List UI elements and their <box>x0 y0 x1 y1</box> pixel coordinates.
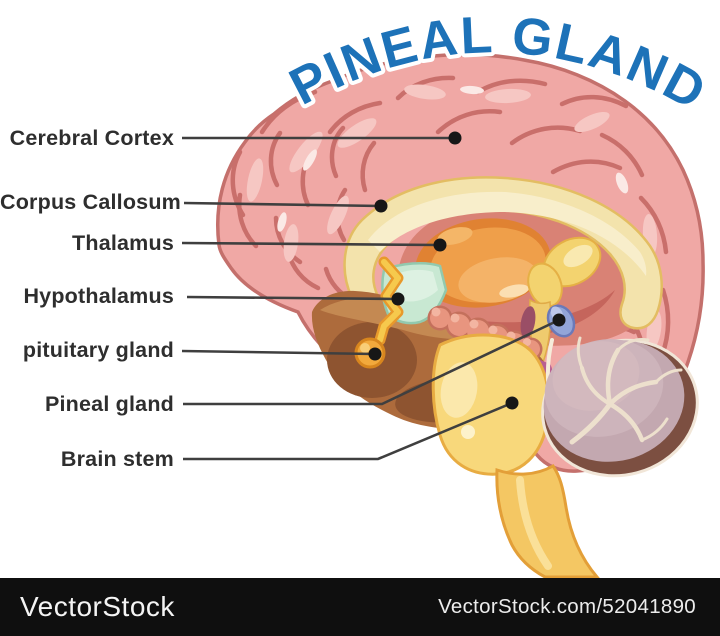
leader-line-hypothalamus <box>186 295 399 301</box>
watermark-bar: VectorStock VectorStock.com/52041890 <box>0 578 720 636</box>
leader-line-brain-stem <box>183 401 513 461</box>
vectorstock-logo: VectorStock <box>20 591 175 622</box>
cerebellum-shape <box>541 336 699 478</box>
brain-stem-shape <box>431 333 600 578</box>
vectorstock-credit-url: VectorStock.com/52041890 <box>438 595 696 618</box>
leader-dots <box>368 131 566 410</box>
leader-line-pituitary-gland <box>181 349 376 356</box>
leader-line-corpus-callosum <box>183 201 382 208</box>
leader-lines <box>181 136 560 461</box>
leader-line-thalamus <box>181 241 441 247</box>
leader-line-pineal-gland <box>183 318 560 406</box>
arbor-vitae <box>569 336 683 445</box>
thalamus-shape <box>415 218 551 308</box>
corpus-callosum-shape <box>343 176 663 372</box>
splenium <box>527 236 602 308</box>
brain-illustration: PINEAL GLAND <box>181 6 715 578</box>
